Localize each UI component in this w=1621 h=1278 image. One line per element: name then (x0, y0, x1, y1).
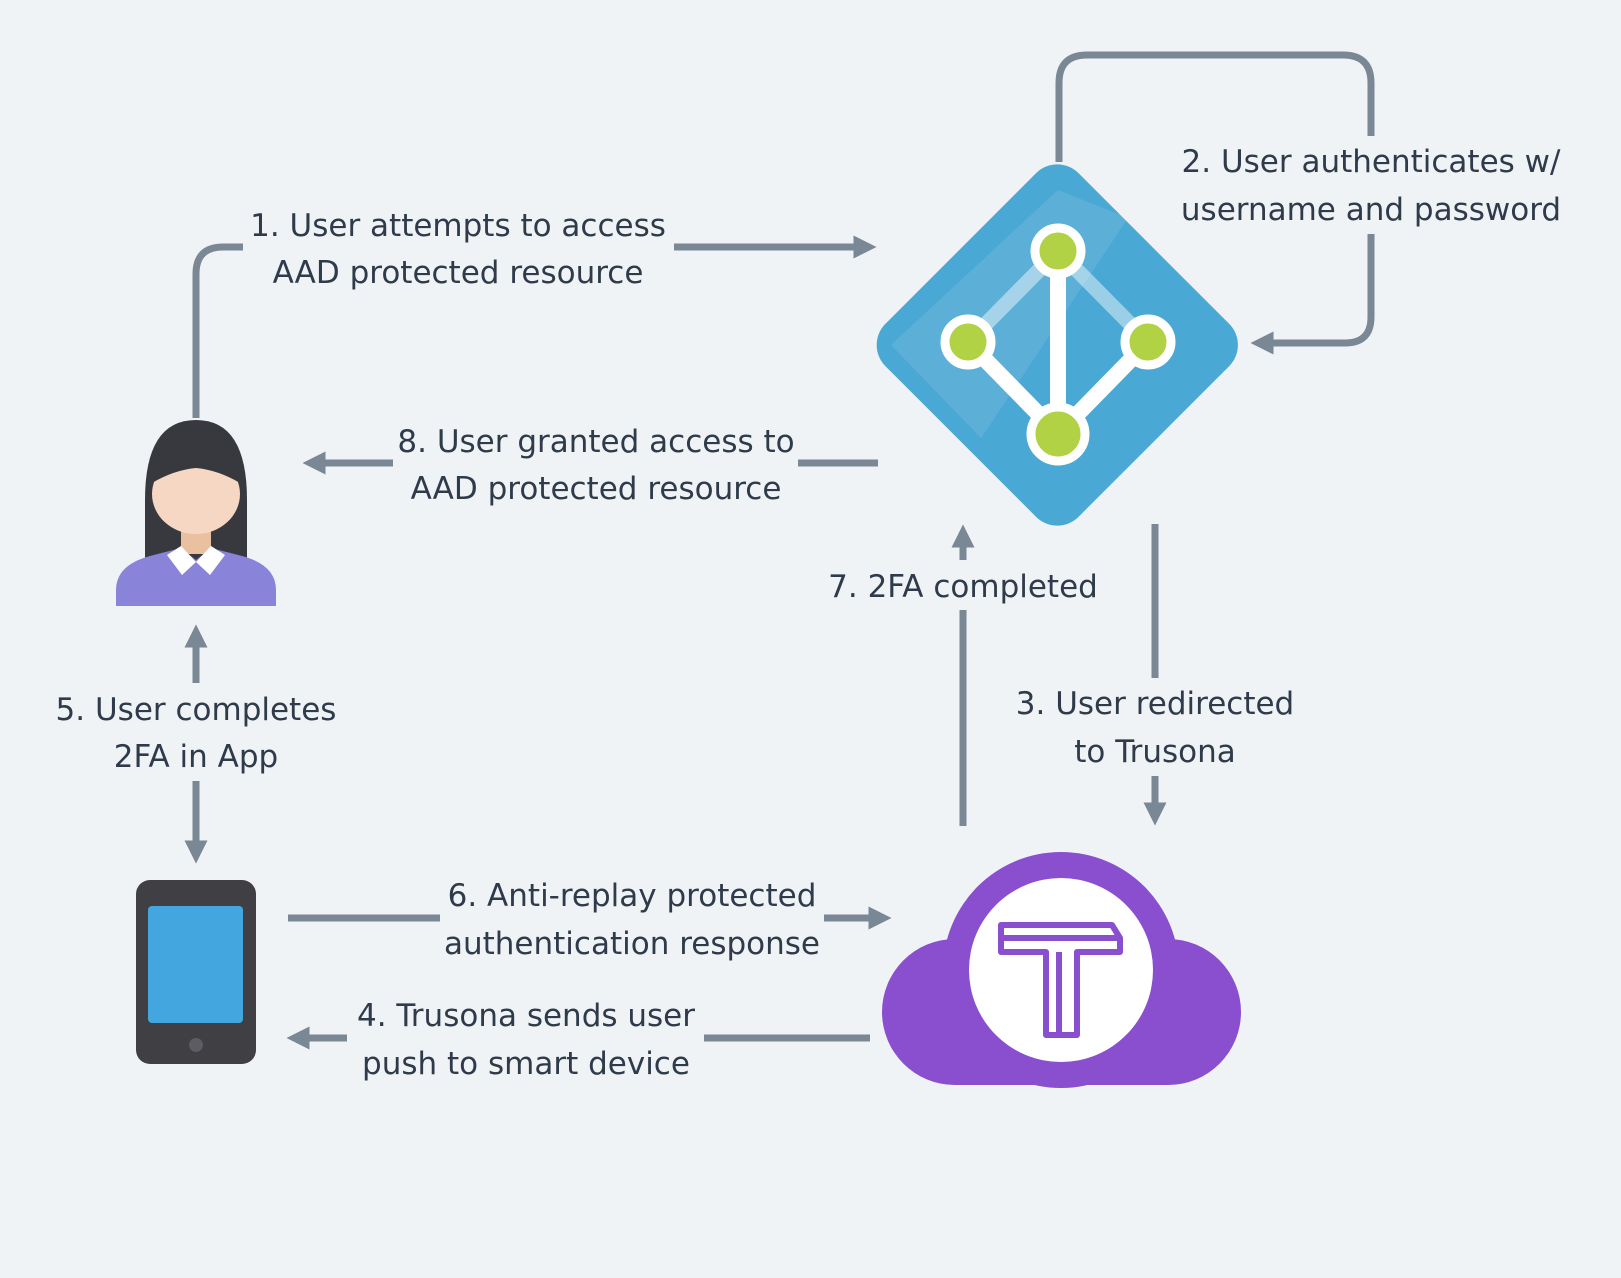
step1-label-line1: 1. User attempts to access (250, 208, 666, 244)
step4-label-line2: push to smart device (362, 1046, 690, 1082)
step2-label-line2: username and password (1181, 192, 1561, 228)
step3-label-line2: to Trusona (1074, 734, 1236, 770)
azure-active-directory-icon (876, 164, 1238, 526)
connector-step1-left (192, 243, 243, 418)
step7-label: 7. 2FA completed (828, 569, 1098, 605)
step2-label-line1: 2. User authenticates w/ (1182, 144, 1562, 180)
user-icon (116, 420, 276, 606)
step4-label-line1: 4. Trusona sends user (357, 998, 695, 1034)
step1-label-line2: AAD protected resource (273, 255, 644, 291)
smartphone-icon (136, 880, 256, 1064)
trusona-cloud-icon (882, 852, 1241, 1088)
step8-label-line1: 8. User granted access to (397, 424, 794, 460)
step5-label-line2: 2FA in App (114, 739, 278, 775)
step6-label-line2: authentication response (444, 926, 820, 962)
connector-step2-arrow (1250, 234, 1375, 355)
connectors (184, 51, 1375, 1050)
step6-label-line1: 6. Anti-replay protected (448, 878, 817, 914)
connector-step2-loop (1055, 51, 1375, 162)
step5-label-line1: 5. User completes (56, 692, 337, 728)
step-labels: 1. User attempts to access AAD protected… (56, 144, 1562, 1082)
step3-label-line1: 3. User redirected (1016, 686, 1294, 722)
step8-label-line2: AAD protected resource (411, 471, 782, 507)
trusona-t-logo (998, 922, 1123, 1038)
